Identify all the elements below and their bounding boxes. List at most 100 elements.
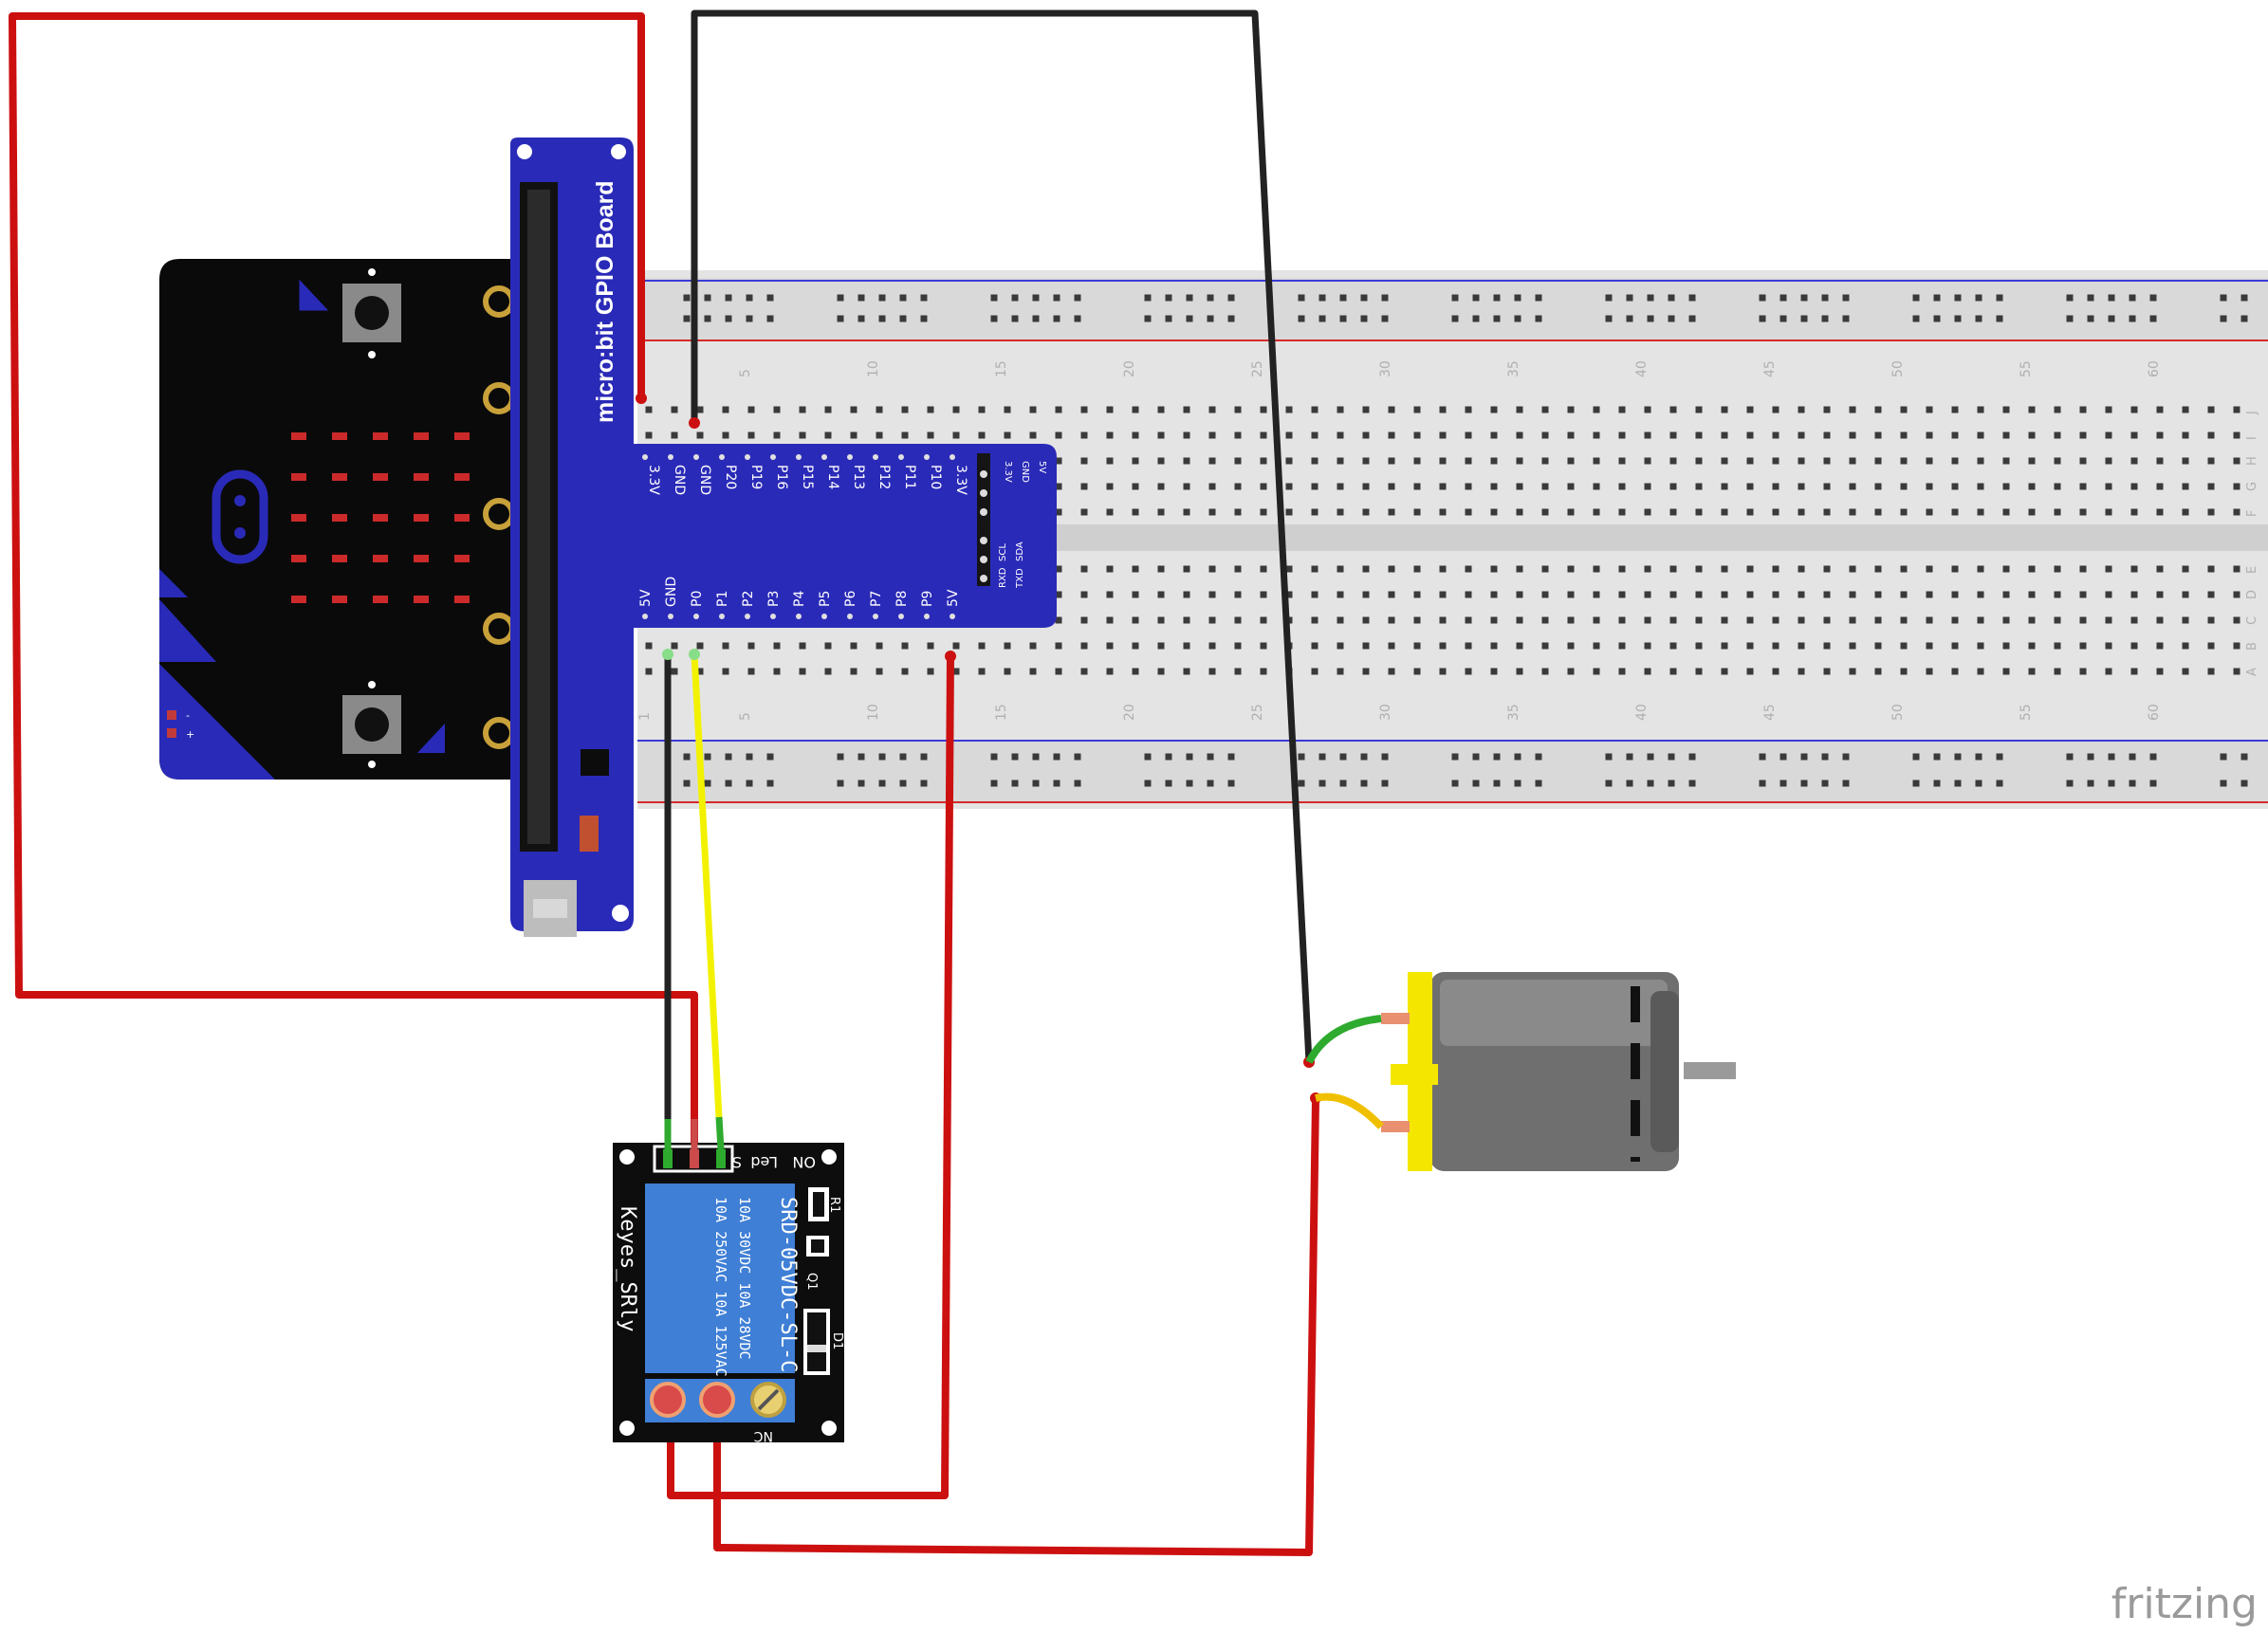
breadboard-hole[interactable] <box>1388 457 1395 465</box>
breadboard-hole[interactable] <box>1798 591 1805 598</box>
rail-hole[interactable] <box>1032 753 1040 761</box>
rail-hole[interactable] <box>704 753 711 761</box>
breadboard-hole[interactable] <box>1695 483 1703 490</box>
breadboard-hole[interactable] <box>1413 591 1421 598</box>
breadboard-hole[interactable] <box>1926 457 1933 465</box>
breadboard-hole[interactable] <box>1157 483 1165 490</box>
breadboard-hole[interactable] <box>2105 508 2112 516</box>
rail-hole[interactable] <box>1668 753 1675 761</box>
breadboard-hole[interactable] <box>1055 457 1062 465</box>
breadboard-hole[interactable] <box>2028 591 2036 598</box>
header-pin-gnd[interactable] <box>663 1149 673 1168</box>
rail-hole[interactable] <box>1647 315 1654 322</box>
rail-hole[interactable] <box>725 780 732 787</box>
breadboard-hole[interactable] <box>1900 668 1908 675</box>
rail-hole[interactable] <box>2066 780 2074 787</box>
rail-hole[interactable] <box>1779 780 1787 787</box>
breadboard-hole[interactable] <box>1157 406 1165 413</box>
rail-hole[interactable] <box>1207 315 1214 322</box>
rail-hole[interactable] <box>1227 315 1235 322</box>
breadboard-hole[interactable] <box>1132 483 1139 490</box>
breadboard-hole[interactable] <box>773 406 781 413</box>
breadboard-hole[interactable] <box>1669 483 1677 490</box>
rail-hole[interactable] <box>1339 294 1347 302</box>
rail-hole[interactable] <box>1298 294 1305 302</box>
breadboard-hole[interactable] <box>1388 406 1395 413</box>
rail-hole[interactable] <box>1074 294 1081 302</box>
rail-hole[interactable] <box>2087 294 2094 302</box>
breadboard-hole[interactable] <box>1080 616 1088 624</box>
breadboard-hole[interactable] <box>1721 457 1728 465</box>
breadboard-hole[interactable] <box>1695 591 1703 598</box>
breadboard-hole[interactable] <box>850 642 857 650</box>
rail-hole[interactable] <box>1053 753 1060 761</box>
breadboard-hole[interactable] <box>876 406 883 413</box>
breadboard-hole[interactable] <box>1413 483 1421 490</box>
rail-hole[interactable] <box>766 753 774 761</box>
rail-hole[interactable] <box>1493 294 1501 302</box>
breadboard-hole[interactable] <box>1874 431 1882 439</box>
rail-hole[interactable] <box>1779 753 1787 761</box>
rail-hole[interactable] <box>1933 294 1941 302</box>
breadboard-hole[interactable] <box>1183 431 1190 439</box>
breadboard-hole[interactable] <box>1618 406 1626 413</box>
breadboard-hole[interactable] <box>1106 431 1114 439</box>
breadboard-hole[interactable] <box>1900 483 1908 490</box>
breadboard-hole[interactable] <box>2105 642 2112 650</box>
breadboard-hole[interactable] <box>1311 642 1318 650</box>
rail-hole[interactable] <box>1318 294 1326 302</box>
breadboard-hole[interactable] <box>1362 591 1370 598</box>
breadboard-hole[interactable] <box>1106 642 1114 650</box>
breadboard-hole[interactable] <box>1618 591 1626 598</box>
breadboard-hole[interactable] <box>1490 406 1498 413</box>
breadboard-hole[interactable] <box>1490 457 1498 465</box>
breadboard-hole[interactable] <box>901 642 909 650</box>
breadboard-hole[interactable] <box>1900 508 1908 516</box>
rail-hole[interactable] <box>2129 315 2136 322</box>
breadboard-hole[interactable] <box>1106 406 1114 413</box>
breadboard-hole[interactable] <box>1080 431 1088 439</box>
breadboard-hole[interactable] <box>2130 642 2138 650</box>
breadboard-hole[interactable] <box>1874 457 1882 465</box>
breadboard-hole[interactable] <box>2130 616 2138 624</box>
breadboard-hole[interactable] <box>2028 642 2036 650</box>
breadboard-hole[interactable] <box>1362 616 1370 624</box>
breadboard-hole[interactable] <box>1849 457 1856 465</box>
breadboard-hole[interactable] <box>2182 616 2189 624</box>
breadboard-hole[interactable] <box>1055 406 1062 413</box>
rail-hole[interactable] <box>766 780 774 787</box>
breadboard-hole[interactable] <box>1234 642 1242 650</box>
rail-hole[interactable] <box>1759 294 1766 302</box>
breadboard-hole[interactable] <box>824 642 832 650</box>
rail-hole[interactable] <box>1472 294 1480 302</box>
breadboard-hole[interactable] <box>927 642 934 650</box>
breadboard-hole[interactable] <box>1900 591 1908 598</box>
rail-hole[interactable] <box>1493 315 1501 322</box>
breadboard-hole[interactable] <box>1900 431 1908 439</box>
breadboard-hole[interactable] <box>1772 565 1779 573</box>
rail-hole[interactable] <box>2087 753 2094 761</box>
breadboard-hole[interactable] <box>773 668 781 675</box>
breadboard-hole[interactable] <box>2130 457 2138 465</box>
breadboard-hole[interactable] <box>671 406 678 413</box>
button-a[interactable]: A <box>0 0 401 358</box>
breadboard-hole[interactable] <box>2156 406 2164 413</box>
breadboard-hole[interactable] <box>2156 565 2164 573</box>
breadboard-hole[interactable] <box>1798 642 1805 650</box>
breadboard-hole[interactable] <box>1311 508 1318 516</box>
breadboard-hole[interactable] <box>645 668 653 675</box>
rail-hole[interactable] <box>1011 753 1019 761</box>
breadboard-hole[interactable] <box>1926 642 1933 650</box>
breadboard-hole[interactable] <box>2207 642 2215 650</box>
breadboard-hole[interactable] <box>1362 508 1370 516</box>
breadboard-hole[interactable] <box>1926 591 1933 598</box>
breadboard-hole[interactable] <box>1157 642 1165 650</box>
breadboard-hole[interactable] <box>1337 431 1344 439</box>
breadboard-hole[interactable] <box>876 431 883 439</box>
breadboard-hole[interactable] <box>1772 616 1779 624</box>
breadboard-hole[interactable] <box>2156 483 2164 490</box>
breadboard-hole[interactable] <box>1541 508 1549 516</box>
rail-hole[interactable] <box>1360 780 1368 787</box>
breadboard-hole[interactable] <box>1465 616 1472 624</box>
breadboard-hole[interactable] <box>1208 508 1216 516</box>
